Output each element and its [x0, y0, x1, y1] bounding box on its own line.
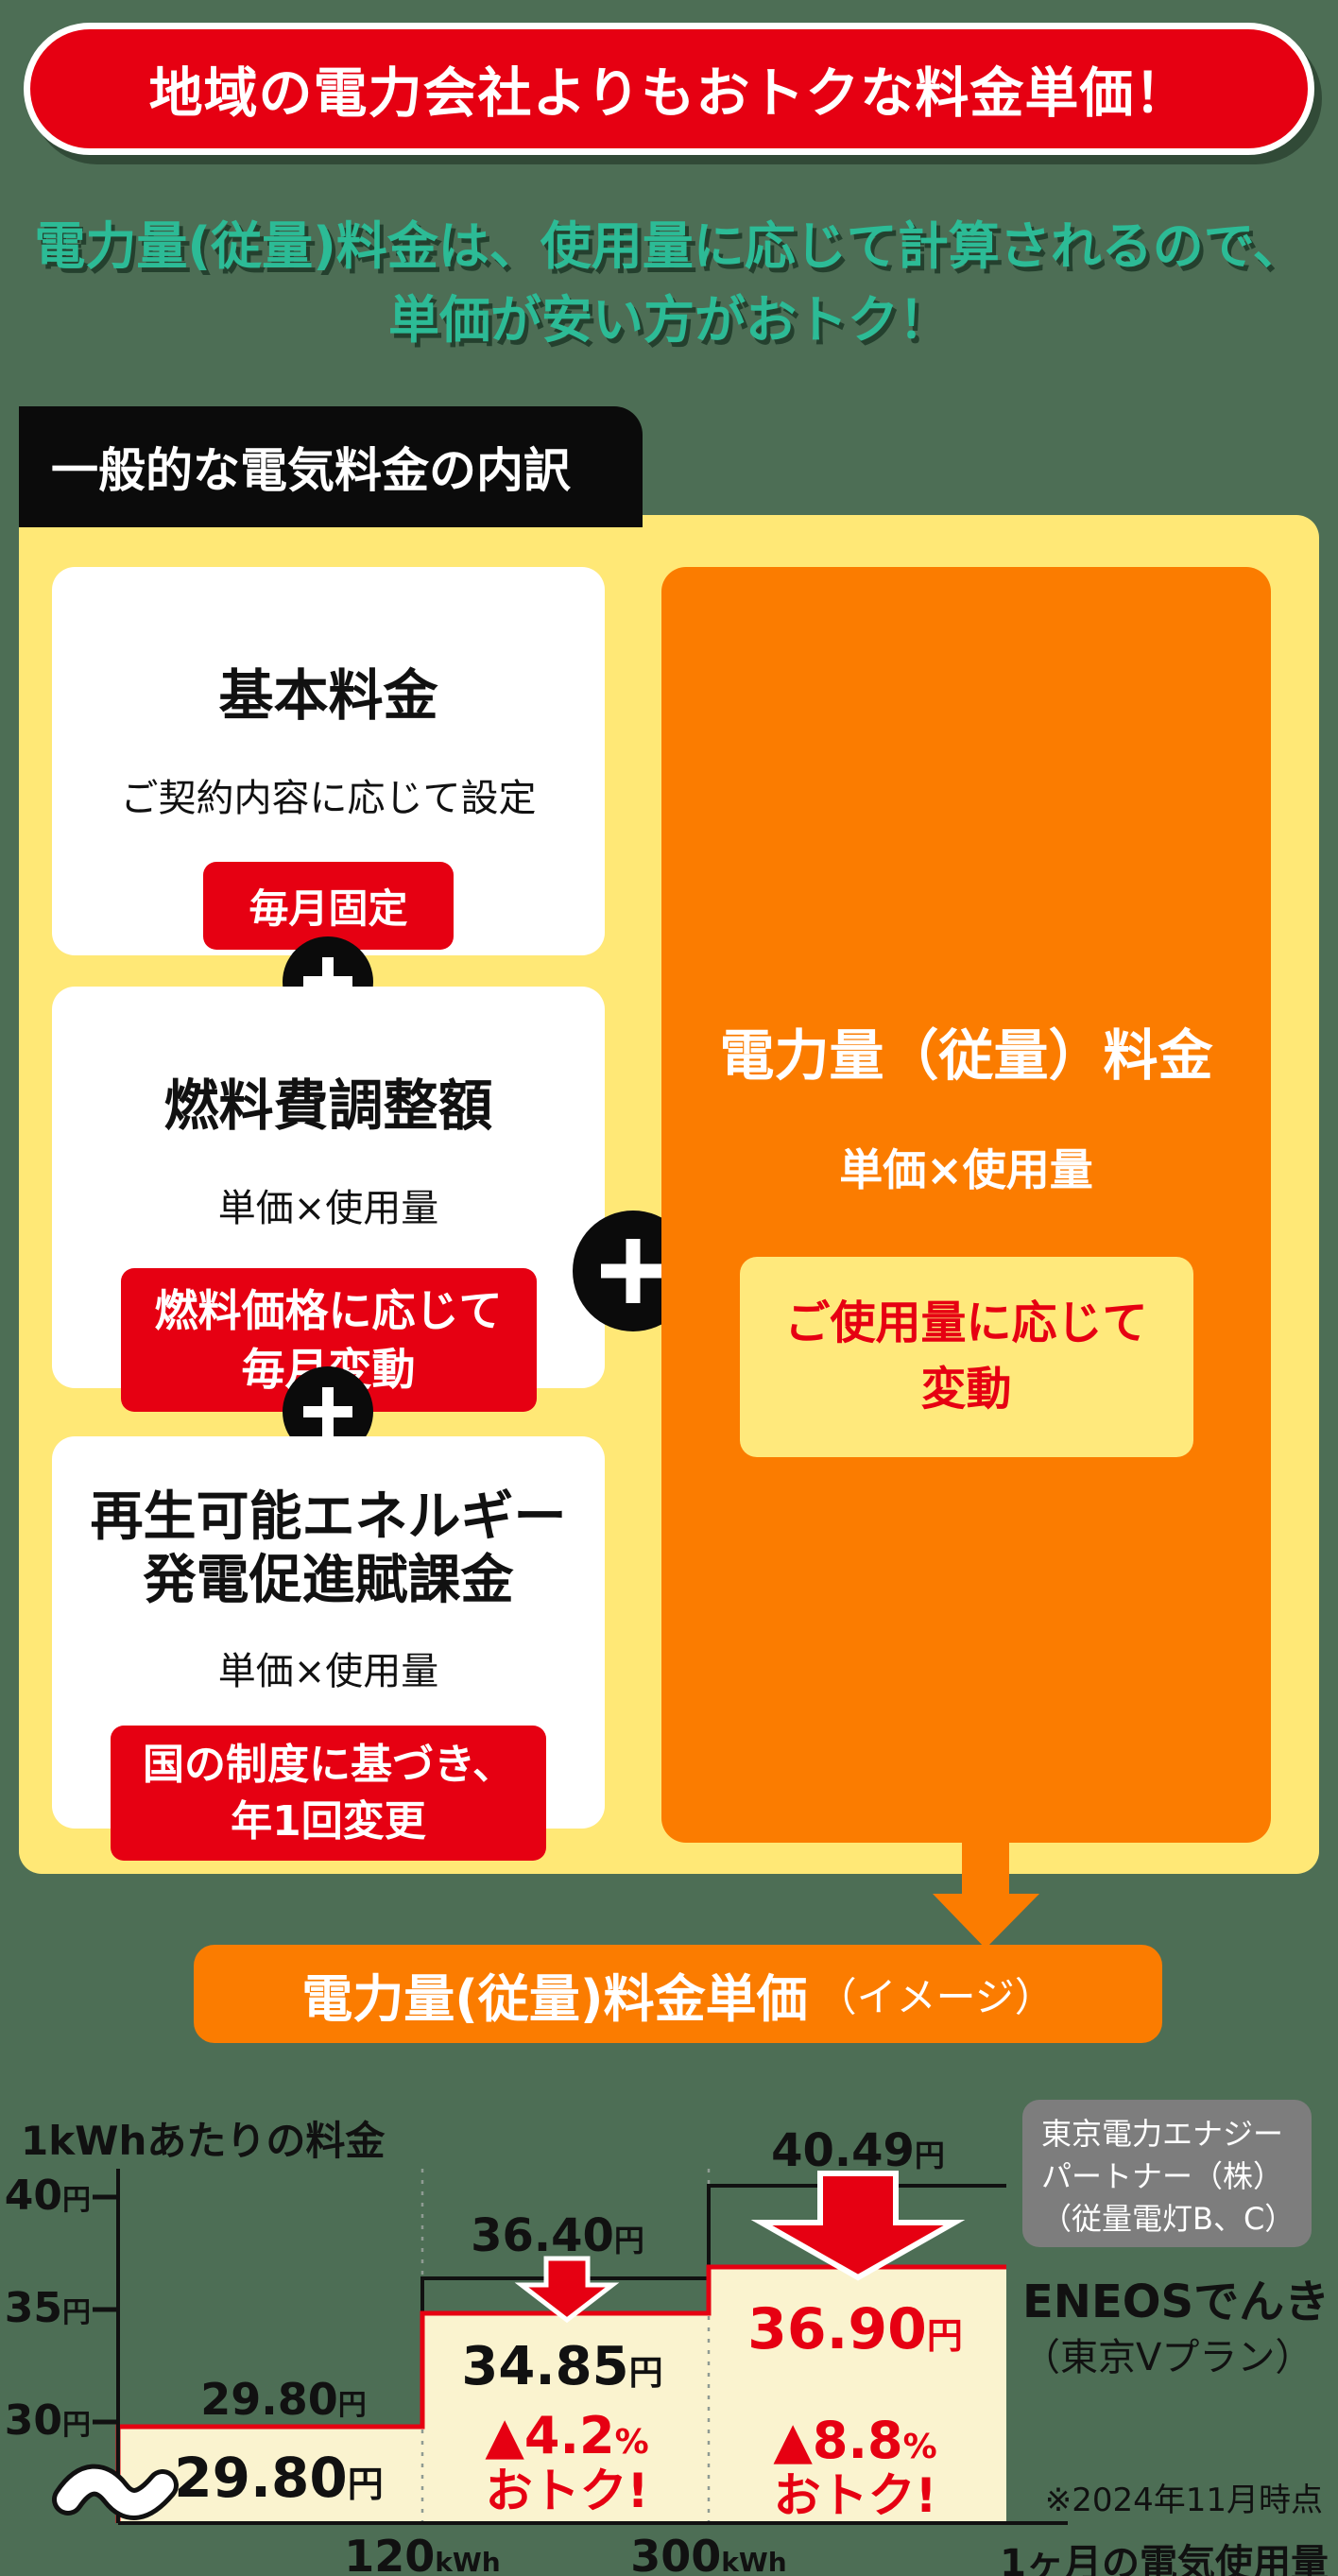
discount-arrow-big — [750, 2171, 966, 2281]
energy-charge-badge: ご使用量に応じて 変動 — [739, 1257, 1193, 1457]
badge-line-1: 燃料価格に応じて — [154, 1284, 503, 1336]
energy-charge-box: 電力量（従量）料金 単価×使用量 ご使用量に応じて 変動 — [661, 567, 1271, 1843]
eneos-tier3-value: 36.90円 — [747, 2296, 963, 2362]
axis-break-icon — [57, 2468, 174, 2516]
breakdown-tag: 一般的な電気料金の内訳 — [19, 406, 643, 527]
eneos-tier1-value: 29.80円 — [174, 2446, 384, 2510]
card-fuel-title: 燃料費調整額 — [163, 1073, 493, 1138]
card-renewable-title-2: 発電促進賦課金 — [143, 1550, 514, 1612]
discount-arrow-small — [514, 2256, 620, 2324]
legend-tepco-line-1: 東京電力エナジー — [1041, 2116, 1284, 2152]
legend-tepco-line-3: （従量電灯B、C） — [1041, 2200, 1295, 2237]
x-tick-120kwh: 120kWh — [344, 2531, 501, 2576]
tepco-tier3-value: 40.49円 — [771, 2124, 945, 2177]
y-tick-35: 35円 — [4, 2284, 91, 2332]
badge-line-1: ご使用量に応じて — [784, 1297, 1148, 1350]
energy-charge-title: 電力量（従量）料金 — [719, 1023, 1213, 1088]
y-tick-30: 30円 — [4, 2396, 91, 2445]
legend-tepco: 東京電力エナジー パートナー（株） （従量電灯B、C） — [1022, 2100, 1312, 2247]
card-basic-fee-badge: 毎月固定 — [203, 861, 454, 950]
unit-price-chart: 1kWhあたりの料金 40円 35円 30円 29.80円 29.80円 36.… — [0, 2022, 1338, 2576]
eneos-area-fill — [118, 2267, 1006, 2523]
down-arrow-icon — [933, 1843, 1039, 1949]
tier3-discount: ▲8.8% おトク! — [773, 2411, 937, 2524]
unit-price-banner-title: 電力量(従量)料金単価 — [301, 1968, 808, 2029]
unit-price-banner: 電力量(従量)料金単価 （イメージ） — [194, 1945, 1162, 2043]
x-axis-title: 1ヶ月の電気使用量 — [1000, 2542, 1329, 2576]
legend-eneos: ENEOSでんき — [1022, 2275, 1330, 2328]
eneos-tier2-value: 34.85円 — [461, 2336, 663, 2397]
card-renewable-levy: 再生可能エネルギー 発電促進賦課金 単価×使用量 国の制度に基づき、 年1回変更 — [52, 1436, 605, 1862]
chart-canvas — [52, 2169, 1068, 2525]
lead-line-2: 単価が安い方がおトク！ — [388, 290, 950, 351]
tepco-tier2-value: 36.40円 — [471, 2209, 644, 2262]
y-tick-40: 40円 — [4, 2172, 91, 2220]
card-fuel-subtitle: 単価×使用量 — [217, 1186, 439, 1230]
card-basic-fee: 基本料金 ご契約内容に応じて設定 毎月固定 — [52, 567, 605, 955]
badge-line-2: 変動 — [920, 1363, 1012, 1416]
headline-banner: 地域の電力会社よりもおトクな料金単価！ — [24, 23, 1314, 155]
badge-line-1: 国の制度に基づき、 — [143, 1741, 514, 1790]
unit-price-banner-note: （イメージ） — [816, 1973, 1055, 2020]
card-basic-fee-title: 基本料金 — [218, 663, 438, 728]
headline-text: 地域の電力会社よりもおトクな料金単価！ — [148, 62, 1190, 125]
card-basic-fee-subtitle: ご契約内容に応じて設定 — [120, 776, 537, 820]
lead-line-1: 電力量(従量)料金は、使用量に応じて計算されるので、 — [34, 216, 1304, 276]
chart-y-axis-title: 1kWhあたりの料金 — [21, 2118, 386, 2164]
energy-charge-subtitle: 単価×使用量 — [839, 1144, 1093, 1195]
card-fuel-adjustment: 燃料費調整額 単価×使用量 燃料価格に応じて 毎月変動 — [52, 987, 605, 1412]
badge-line-2: 年1回変更 — [231, 1796, 426, 1846]
legend-tepco-line-2: パートナー（株） — [1041, 2157, 1284, 2194]
card-renewable-subtitle: 単価×使用量 — [217, 1650, 439, 1694]
badge-text: 毎月固定 — [249, 884, 408, 932]
x-tick-300kwh: 300kWh — [630, 2531, 787, 2576]
breakdown-tag-text: 一般的な電気料金の内訳 — [51, 443, 571, 498]
card-renewable-badge: 国の制度に基づき、 年1回変更 — [111, 1726, 546, 1862]
card-renewable-title-1: 再生可能エネルギー — [90, 1486, 567, 1548]
tepco-tier1-value: 29.80円 — [200, 2374, 367, 2425]
lead-copy: 電力量(従量)料金は、使用量に応じて計算されるので、 単価が安い方がおトク！ — [0, 210, 1338, 358]
tier2-discount: ▲4.2% おトク! — [485, 2406, 649, 2519]
legend-eneos-plan: （東京Vプラン） — [1022, 2336, 1313, 2379]
asof-note: ※2024年11月時点 — [1044, 2482, 1323, 2519]
